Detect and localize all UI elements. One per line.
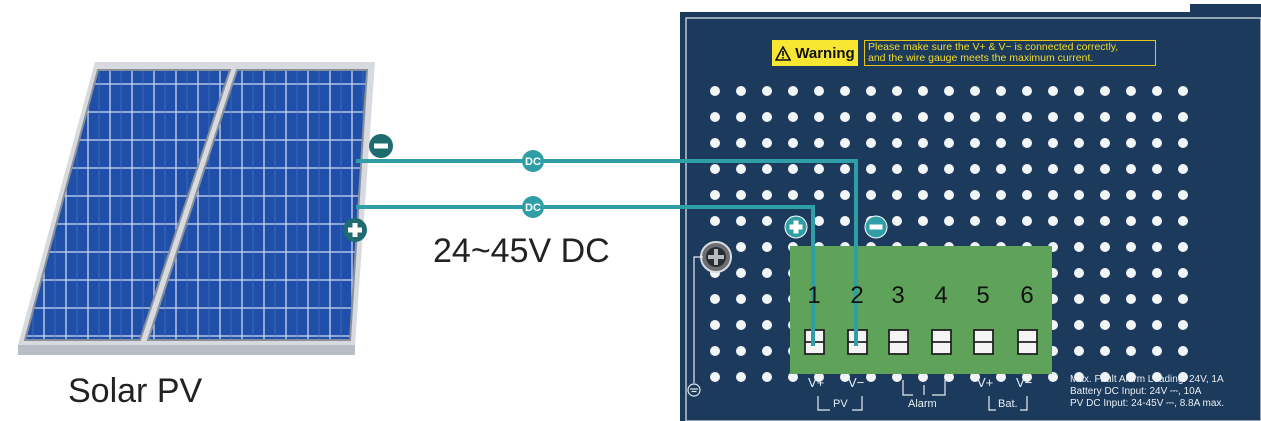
terminal-screw[interactable] [1017, 329, 1038, 355]
terminal-number: 3 [891, 282, 905, 309]
dc-tag: DC [522, 196, 544, 218]
warning-badge-label: Warning [795, 44, 855, 62]
terminal-screw[interactable] [888, 329, 909, 355]
spec-line: PV DC Input: 24-45V ⎓, 8.8A max. [1070, 398, 1225, 409]
spec-line: Battery DC Input: 24V ⎓, 10A [1070, 386, 1202, 397]
voltage-label: 24~45V DC [433, 232, 610, 270]
svg-text:DC: DC [525, 156, 541, 168]
warning-line: and the wire gauge meets the maximum cur… [868, 52, 1094, 64]
group-label-alarm: Alarm [908, 398, 937, 410]
positive-wire [356, 205, 815, 346]
minus-circle-icon [369, 134, 393, 158]
solar-pv-label: Solar PV [68, 372, 203, 410]
group-brackets [817, 380, 1028, 411]
terminal-number: 6 [1020, 282, 1034, 309]
pin-label: V− [1016, 375, 1033, 390]
solar-panel-right [146, 69, 369, 341]
terminal-block [790, 246, 1052, 374]
terminal-number: 4 [934, 282, 948, 309]
solar-panel [18, 62, 375, 355]
terminal-screw[interactable] [973, 329, 994, 355]
warning-line: Please make sure the V+ & V− is connecte… [868, 41, 1119, 53]
terminal-screw[interactable] [931, 329, 952, 355]
earth-ground-icon [687, 383, 701, 397]
warning-message: Please make sure the V+ & V− is connecte… [864, 40, 1156, 66]
pin-label: V+ [977, 375, 994, 390]
svg-text:DC: DC [525, 202, 541, 214]
warning-badge: Warning [772, 40, 858, 66]
terminal-number: 5 [976, 282, 990, 309]
spec-line: Max. Fault Alarm Loading: 24V, 1A [1070, 374, 1224, 385]
plus-circle-icon [343, 218, 367, 242]
pin-label: V+ [808, 375, 825, 390]
group-label-pv: PV [833, 398, 848, 410]
ground-screw-icon [700, 241, 732, 273]
minus-circle-icon [864, 215, 888, 239]
terminal-number: 2 [850, 282, 864, 309]
pin-label: V− [848, 375, 865, 390]
warning-triangle-icon [775, 45, 792, 61]
terminal-number: 1 [807, 282, 821, 309]
solar-panel-left [23, 69, 232, 341]
spec-notes: Max. Fault Alarm Loading: 24V, 1A Batter… [1070, 374, 1224, 410]
dc-tag: DC [522, 150, 544, 172]
group-label-bat: Bat. [998, 398, 1018, 410]
plus-circle-icon [784, 215, 808, 239]
